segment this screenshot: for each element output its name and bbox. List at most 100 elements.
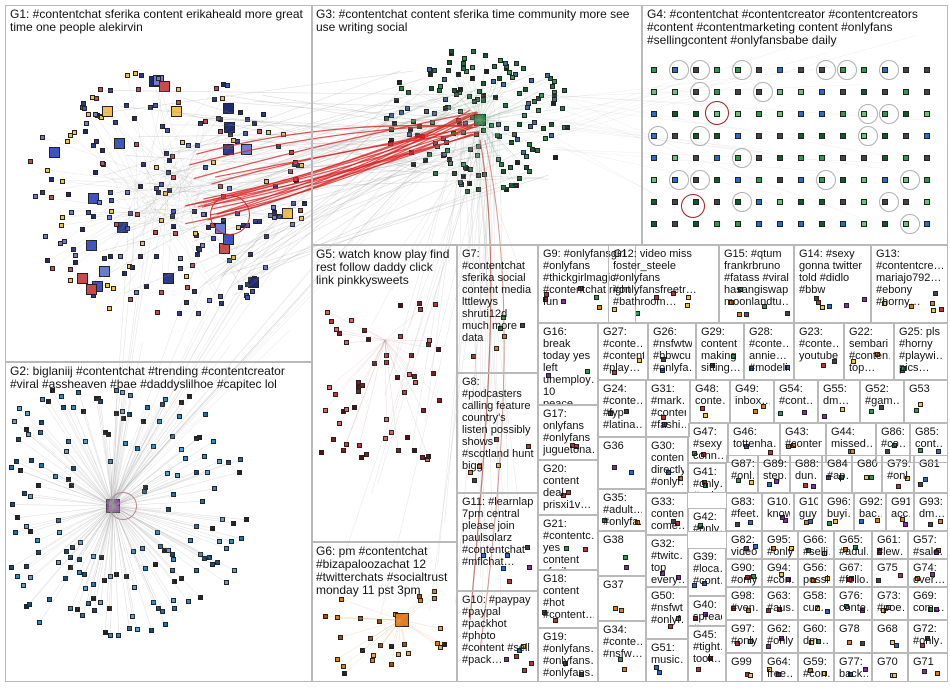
group-label: G61: #lew…	[877, 534, 904, 558]
group-label: G60: dm…	[803, 623, 830, 647]
group-panel-g15: G15: #qtum frankrbruno #fatass #viral ha…	[719, 245, 794, 323]
group-panel-g99: G99	[726, 653, 762, 682]
group-label: G53	[909, 383, 944, 395]
group-panel-g78: G78	[834, 620, 872, 653]
group-label: G58: cuz…	[803, 590, 830, 614]
group-label: G96: buyi…	[827, 496, 850, 520]
group-panel-g88: G88: dun…	[790, 455, 822, 493]
group-panel-g53: G53	[904, 380, 948, 423]
group-panel-g50: G50: #nsfwt… #onlyf…	[646, 587, 688, 639]
group-label: G41: #only… #only…	[693, 466, 722, 493]
group-panel-g31: G31: #mark… #content #fashi…	[646, 380, 690, 437]
group-panel-g86: G86: #co…	[876, 423, 910, 463]
group-panel-g75: G75	[872, 559, 908, 587]
group-panel-g56: G56: possi…	[798, 559, 834, 587]
group-panel-g70: G70	[872, 653, 908, 682]
group-label: G20: content deal prisxi1v…	[543, 463, 594, 511]
group-panel-g40: G40: spread #mas…	[688, 596, 726, 626]
group-panel-g1: G1: #contentchat sferika content erikahe…	[5, 5, 313, 362]
group-panel-g5: G5: watch know play find rest follow dad…	[311, 245, 457, 542]
group-panel-g42: G42: #only… #bbw…	[688, 508, 726, 532]
group-label: G26: #nsfwtw #bbwcu… #onlyfa…	[653, 326, 692, 374]
group-label: G97: #only…	[731, 623, 758, 647]
group-label: G3: #contentchat content sferika time co…	[316, 8, 638, 34]
group-label: G10: #paypay #paypal #packhot #photo #co…	[462, 594, 534, 666]
group-label: G37	[603, 579, 642, 591]
group-label: G62: #only…	[767, 623, 794, 647]
group-label: G83: #feet…	[731, 496, 758, 520]
group-panel-g73: G73: #poe…	[872, 587, 908, 620]
group-panel-g51: G51: music…	[646, 639, 688, 682]
group-label: G8: #podcasters calling feature country'…	[462, 376, 534, 472]
group-panel-g29: G29: content making sitting…	[696, 323, 744, 380]
group-label: G21: #contentc… yes content sferika…	[543, 518, 594, 570]
group-label: G73: #poe…	[877, 590, 904, 614]
group-panel-g41: G41: #only… #only…	[688, 463, 726, 493]
group-label: G32: #twitc… top every…	[651, 538, 684, 586]
group-label: G22: sembari #conten… top…	[849, 326, 890, 374]
group-panel-g76: G76: conte…	[834, 587, 872, 620]
group-label: G25: pls #horny #playwi… pics…	[899, 326, 944, 374]
group-panel-g25: G25: pls #horny #playwi… pics…	[894, 323, 948, 380]
group-panel-g38: G38	[598, 531, 646, 576]
group-label: G86: #co…	[881, 426, 906, 450]
group-panel-g63: G63: #aus…	[762, 587, 798, 620]
group-label: G66: #selli…	[803, 534, 830, 558]
group-panel-g24: G24: #conte… #fyp #latina…	[598, 380, 646, 437]
group-panel-g95: G95: #only…	[762, 531, 798, 559]
group-panel-g27: G27: #conte… #content #play…	[598, 323, 648, 380]
group-panel-g65: G65: #adul…	[834, 531, 872, 559]
group-label: G84: #ap…	[827, 458, 848, 482]
group-label: G23: #conte… youtube	[799, 326, 840, 362]
group-panel-g2: G2: biglaniij #contentchat #trending #co…	[5, 362, 313, 682]
group-label: G82: video…	[731, 534, 758, 558]
group-panel-g94: G94: #con…	[762, 559, 798, 587]
group-label: G6: pm #contentchat #bizapaloozachat 12 …	[316, 545, 453, 597]
group-panel-g45: G45: #tight… took…	[688, 626, 726, 682]
group-label: G40: spread #mas…	[693, 599, 722, 626]
group-label: G51: music…	[651, 642, 684, 666]
group-label: G4: #contentchat #contentcreator #conten…	[647, 8, 944, 47]
group-label: G11: #learnlap 7pm central please join p…	[462, 496, 534, 568]
group-label: G71	[913, 656, 944, 668]
group-panel-g21: G21: #contentc… yes content sferika…	[538, 515, 598, 570]
group-label: G90: #only…	[731, 562, 758, 586]
group-label: G57: #sale…	[913, 534, 944, 558]
group-panel-g96: G96: buyi…	[822, 493, 854, 531]
group-panel-g4: G4: #contentchat #contentcreator #conten…	[642, 5, 948, 245]
group-label: G56: possi…	[803, 562, 830, 586]
group-label: G16: break today yes left unemploy… 10 p…	[543, 326, 594, 405]
group-panel-g39: G39: #loca… #cont…	[688, 548, 726, 596]
group-panel-g60: G60: dm…	[798, 620, 834, 653]
group-panel-g92: G92: bac…	[854, 493, 886, 531]
group-panel-g35: G35: #adult… #onlyfa…	[598, 489, 646, 531]
group-label: G87: #onl…	[731, 458, 754, 482]
group-label: G17: onlyfans #onlyfans juguetona…	[543, 408, 594, 456]
group-panel-g49: G49: inbox…	[730, 380, 774, 423]
group-panel-g85: G85: cont…	[910, 423, 948, 463]
group-panel-g83: G83: #feet…	[726, 493, 762, 531]
group-panel-g47: G47: #sexy conn…	[688, 423, 728, 463]
group-label: G99	[731, 656, 758, 668]
group-panel-g37: G37	[598, 576, 646, 621]
group-panel-g33: G33: content come…	[646, 493, 688, 535]
group-label: G24: #conte… #fyp #latina…	[603, 383, 642, 431]
group-panel-g6: G6: pm #contentchat #bizapaloozachat 12 …	[311, 542, 457, 682]
group-panel-g8: G8: #podcasters calling feature country'…	[457, 373, 538, 493]
group-panel-g13: G13: #contentcre… mariajo792… #ebony #ho…	[871, 245, 948, 323]
group-label: G7: #contentchat sferika social content …	[462, 248, 534, 344]
group-label: G72: #only…	[913, 623, 944, 647]
group-panel-g17: G17: onlyfans #onlyfans juguetona…	[538, 405, 598, 460]
group-label: G38	[603, 534, 642, 546]
group-label: G67: #follo…	[839, 562, 868, 586]
group-label: G46: tottenha…	[733, 426, 776, 450]
group-panel-g12: G12: video miss foster_steele #onlyfans …	[608, 245, 719, 323]
group-label: G64: free…	[767, 656, 794, 680]
group-panel-g90: G90: #only…	[726, 559, 762, 587]
group-label: G42: #only… #bbw…	[693, 511, 722, 532]
group-label: G44: missed…	[831, 426, 872, 450]
group-panel-g11: G11: #learnlap 7pm central please join p…	[457, 493, 538, 591]
group-panel-g18: G18: content #hot #content…	[538, 570, 598, 628]
group-label: G78	[839, 623, 868, 635]
